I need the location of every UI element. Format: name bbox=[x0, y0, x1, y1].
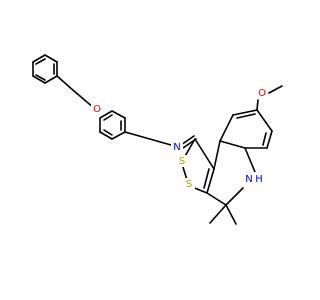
bond-ring-ch2 bbox=[56, 75, 75, 92]
svg-text:H: H bbox=[255, 174, 263, 185]
bond-methyl-a bbox=[209, 204, 227, 224]
svg-text:S: S bbox=[186, 179, 192, 190]
sulfur-1-atom: S bbox=[176, 155, 188, 167]
bond-ring-o-methoxy bbox=[256, 99, 259, 111]
nitrogen-amine-atom: N H bbox=[244, 172, 264, 186]
bond-methyl-b bbox=[225, 204, 237, 225]
benzyl-phenyl-ring bbox=[32, 54, 58, 84]
dihydroquinoline-ring bbox=[206, 140, 256, 206]
molecule-structure-diagram: O N S S N H O bbox=[32, 54, 283, 225]
phenylene-ring bbox=[99, 110, 126, 140]
oxygen-methoxy-atom: O bbox=[256, 87, 268, 99]
benzo-ring bbox=[219, 109, 273, 149]
bond-imine-2 bbox=[180, 135, 195, 146]
svg-text:N: N bbox=[245, 174, 252, 185]
svg-text:O: O bbox=[93, 104, 101, 115]
svg-text:O: O bbox=[258, 88, 266, 99]
svg-text:N: N bbox=[173, 142, 180, 153]
oxygen-ether-atom: O bbox=[91, 103, 103, 115]
nitrogen-imine-atom: N bbox=[171, 141, 183, 153]
sulfur-2-atom: S bbox=[183, 178, 195, 190]
bond-ch2-o bbox=[73, 90, 95, 109]
bond-o-methyl bbox=[268, 85, 283, 94]
bond-ring-n bbox=[124, 131, 172, 146]
svg-text:S: S bbox=[179, 156, 185, 167]
